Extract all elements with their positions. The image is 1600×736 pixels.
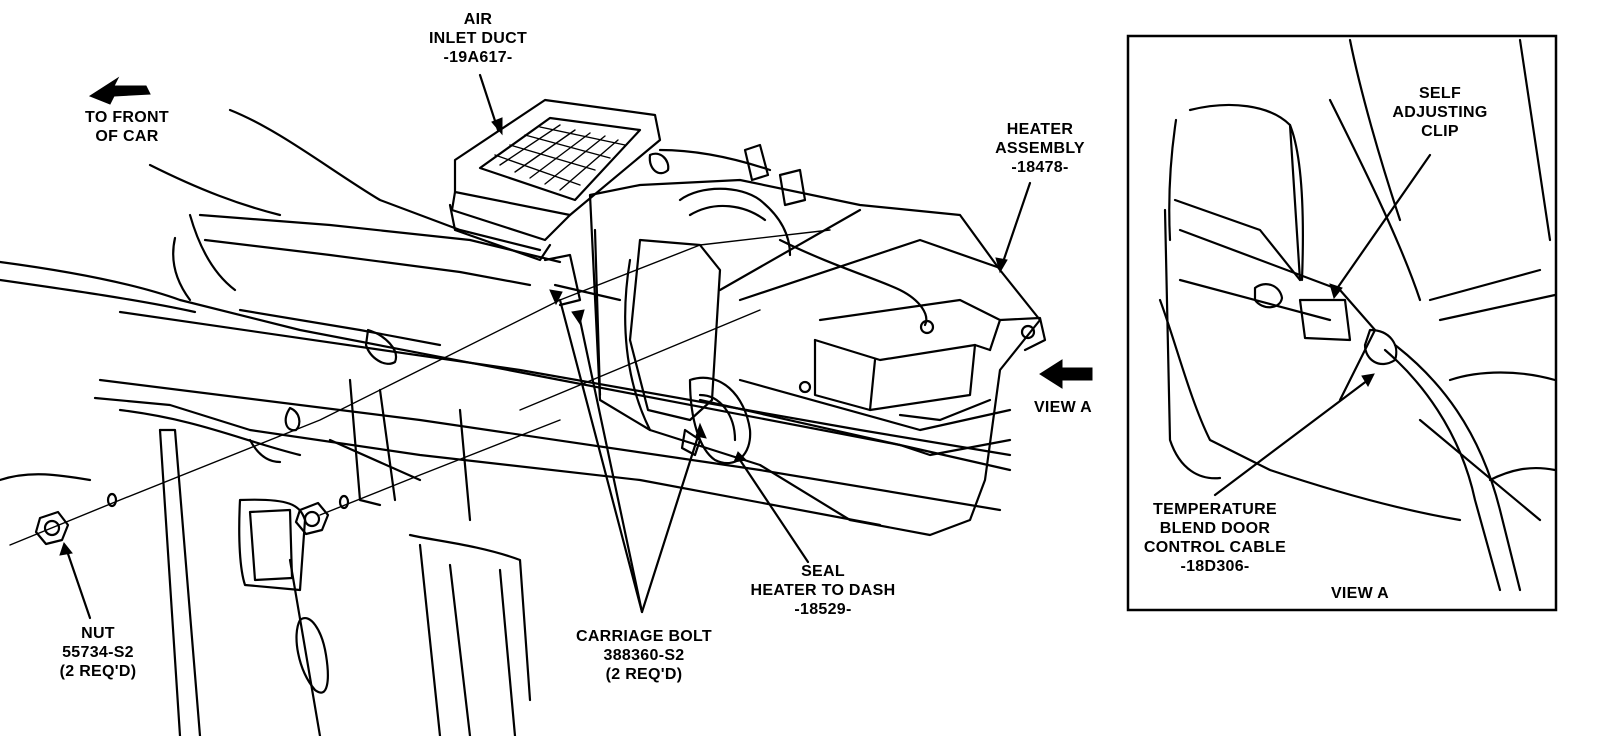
front-direction-arrow [88, 76, 151, 105]
view-a-inset [1126, 34, 1558, 612]
air-inlet-duct-label: AIR INLET DUCT -19A617- [428, 11, 528, 66]
nut-label: NUT 55734-S2 (2 REQ'D) [59, 625, 137, 680]
self-adjusting-clip-label: SELF ADJUSTING CLIP [1392, 85, 1488, 140]
dash-panel-lines [0, 108, 1012, 736]
air-inlet-duct [448, 98, 662, 262]
seal-heater-to-dash-label: SEAL HEATER TO DASH -18529- [750, 563, 896, 618]
view-a-arrow [1039, 359, 1093, 389]
view-a-pointer-label: VIEW A [1033, 399, 1093, 416]
heater-assembly-label: HEATER ASSEMBLY -18478- [995, 121, 1085, 176]
view-a-inset-caption: VIEW A [1330, 585, 1390, 602]
to-front-of-car-label: TO FRONT OF CAR [85, 109, 169, 145]
fasteners [9, 229, 831, 546]
heater-assembly [543, 143, 1047, 537]
carriage-bolt-label: CARRIAGE BOLT 388360-S2 (2 REQ'D) [575, 628, 713, 683]
temperature-blend-door-cable-label: TEMPERATURE BLEND DOOR CONTROL CABLE -18… [1143, 501, 1287, 575]
leader-lines [59, 73, 1032, 620]
